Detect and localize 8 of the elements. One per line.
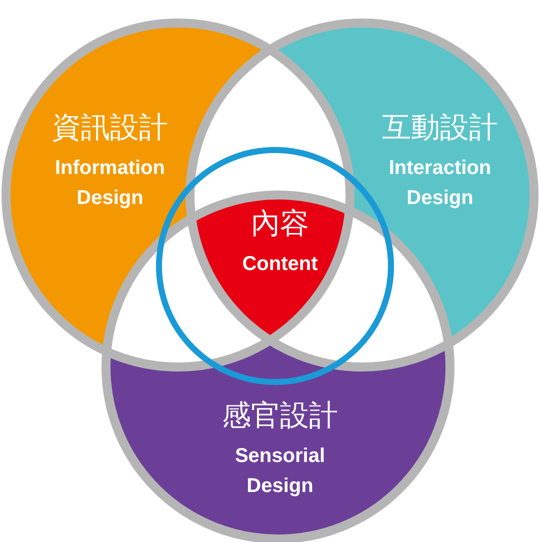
circle-heading: 資訊設計: [52, 110, 168, 145]
circle-heading: 內容: [251, 206, 309, 241]
circle-subtitle: Information Design: [54, 156, 166, 211]
circle-subtitle: Sensorial Design: [234, 444, 326, 499]
circle-heading: 互動設計: [382, 110, 498, 145]
circle-subtitle: Interaction Design: [388, 156, 492, 211]
circle-subtitle: Content: [242, 252, 318, 277]
circle-heading: 感官設計: [222, 398, 338, 433]
